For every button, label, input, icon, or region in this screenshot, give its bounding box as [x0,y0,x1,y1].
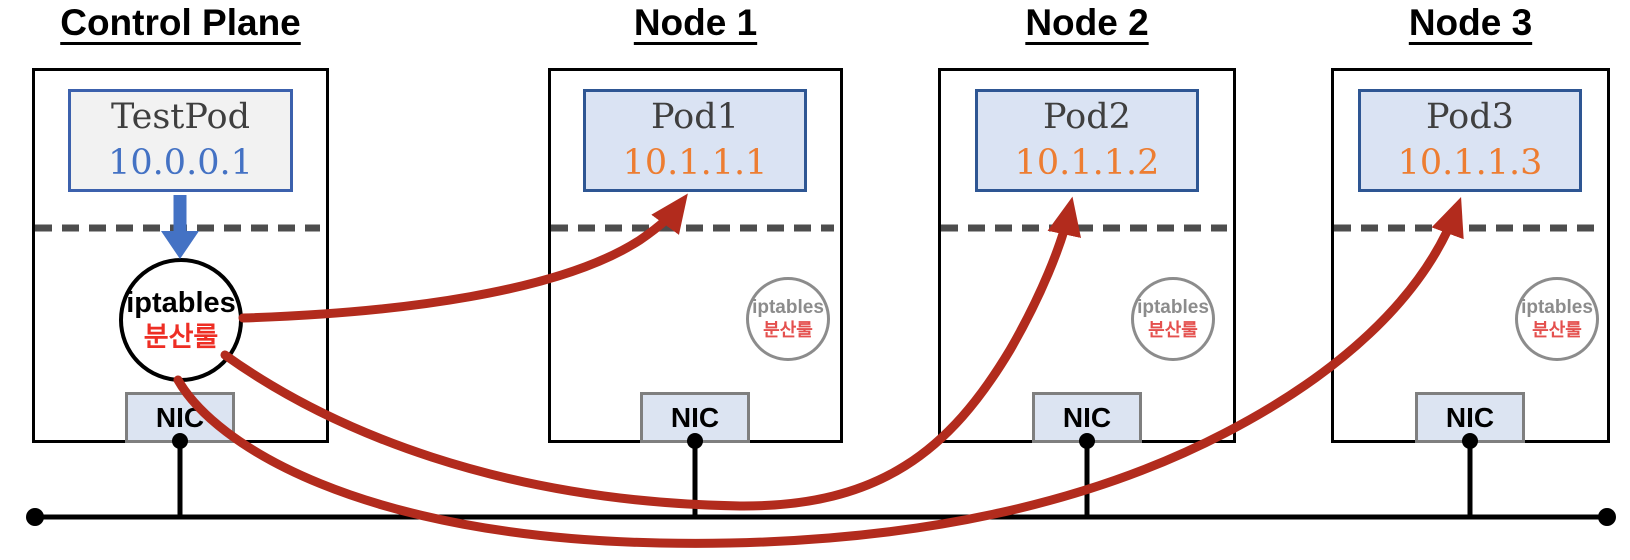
bus-endpoint-left [26,508,44,526]
nic-box-node3: NIC [1415,392,1525,443]
pod1-ip: 10.1.1.1 [622,142,768,183]
iptables-label: iptables [752,296,824,318]
iptables-label: iptables [126,287,236,320]
node1-title: Node 1 [633,2,758,43]
nic-box-control-plane: NIC [125,392,235,443]
distribution-rule-label: 분산룰 [143,322,219,353]
distribution-rule-label: 분산룰 [1532,319,1582,340]
testpod-name: TestPod [111,97,250,137]
iptables-rule-circle-node2: iptables 분산룰 [1131,277,1215,361]
nic-box-node2: NIC [1032,392,1142,443]
testpod-box: TestPod 10.0.0.1 [68,89,293,192]
node3-title: Node 3 [1408,2,1533,43]
iptables-rule-circle-control-plane: iptables 분산룰 [119,258,243,382]
pod3-ip: 10.1.1.3 [1397,142,1543,183]
nic-box-node1: NIC [640,392,750,443]
control-plane-title: Control Plane [60,2,301,43]
distribution-rule-label: 분산룰 [1148,319,1198,340]
pod3-box: Pod3 10.1.1.3 [1358,89,1582,192]
iptables-label: iptables [1521,296,1593,318]
pod2-ip: 10.1.1.2 [1014,142,1160,183]
iptables-rule-circle-node3: iptables 분산룰 [1515,277,1599,361]
pod1-box: Pod1 10.1.1.1 [583,89,807,192]
distribution-rule-label: 분산룰 [763,319,813,340]
bus-endpoint-right [1598,508,1616,526]
pod1-name: Pod1 [651,97,739,137]
pod2-name: Pod2 [1043,97,1131,137]
node2-title: Node 2 [1025,2,1149,43]
pod2-box: Pod2 10.1.1.2 [975,89,1199,192]
iptables-rule-circle-node1: iptables 분산룰 [746,277,830,361]
iptables-label: iptables [1137,296,1209,318]
testpod-ip: 10.0.0.1 [108,142,253,183]
pod3-name: Pod3 [1426,97,1514,137]
